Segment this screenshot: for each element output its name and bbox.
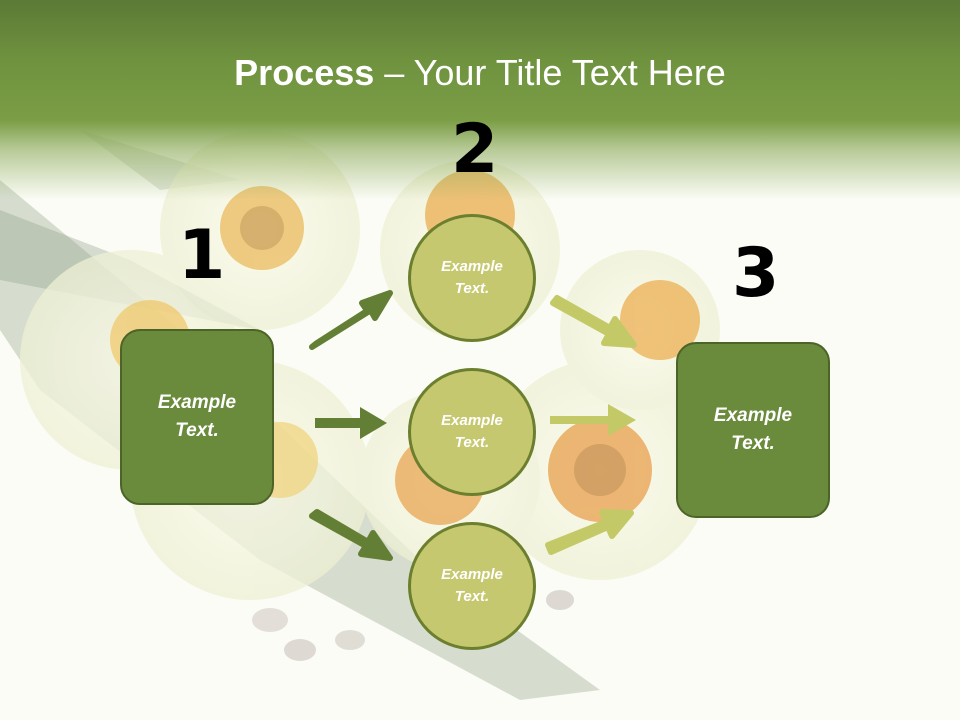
step-2-circle-bottom: Example Text. <box>408 522 536 650</box>
step-2-circle-middle: Example Text. <box>408 368 536 496</box>
step-1-text: Example Text. <box>157 391 237 442</box>
step-2-text-middle: Example Text. <box>441 411 503 452</box>
arrow-step1-to-middle <box>315 407 387 439</box>
step-3-box: Example Text. <box>676 342 830 518</box>
arrow-bottom-to-step3 <box>545 509 634 555</box>
title-bar <box>0 0 960 200</box>
arrow-step1-to-bottom <box>309 509 393 561</box>
step-3-text: Example Text. <box>713 404 793 455</box>
arrow-step1-to-top <box>309 290 393 350</box>
step-number-3: 3 <box>732 234 780 313</box>
title-bold: Process <box>234 52 375 93</box>
arrow-middle-to-step3 <box>550 404 636 436</box>
step-2-circle-top: Example Text. <box>408 214 536 342</box>
slide-title: Process – Your Title Text Here <box>0 52 960 94</box>
step-2-text-top: Example Text. <box>441 257 503 298</box>
step-number-2: 2 <box>451 110 499 189</box>
title-rest: – Your Title Text Here <box>374 52 726 93</box>
step-1-box: Example Text. <box>120 329 274 505</box>
step-2-text-bottom: Example Text. <box>441 565 503 606</box>
step-number-1: 1 <box>178 216 226 295</box>
arrow-top-to-step3 <box>550 295 637 348</box>
